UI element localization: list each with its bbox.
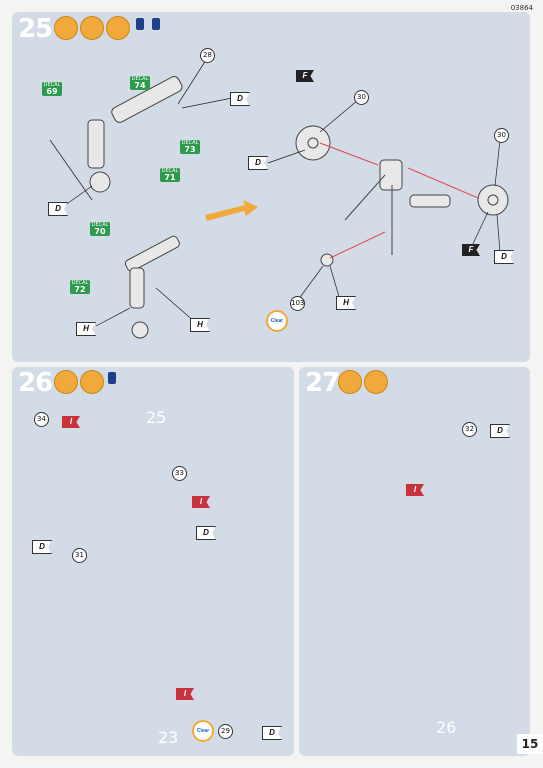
glue-icon <box>54 16 78 40</box>
page-number: 15 <box>517 734 543 754</box>
part-callout-32: 32 <box>462 422 477 437</box>
flag-f: F <box>296 70 314 82</box>
flag-f: F <box>462 244 480 256</box>
part-reference-25: 25 <box>146 408 167 427</box>
part-callout-29: 29 <box>218 724 233 739</box>
glue-icon <box>338 370 362 394</box>
part-callout-103: 103 <box>290 296 305 311</box>
part-callout-28: 28 <box>200 48 215 63</box>
glue-icon <box>54 370 78 394</box>
part-reference-26: 26 <box>436 718 457 737</box>
part-callout-30: 30 <box>494 128 509 143</box>
flag-d: D <box>32 540 52 554</box>
decal-icon <box>106 16 130 40</box>
part-callout-33: 33 <box>172 466 187 481</box>
clear-paint-icon: Clear <box>266 310 288 332</box>
document-number: 03864 <box>510 4 533 12</box>
clear-paint-icon: Clear <box>192 720 214 742</box>
step-26-number: 26 <box>18 368 53 398</box>
step-26-panel <box>12 367 294 756</box>
paint-bottle-icon <box>136 18 144 30</box>
paint-bottle-icon <box>108 372 116 384</box>
flag-i: I <box>192 496 210 508</box>
flag-i: I <box>176 688 194 700</box>
flag-i: I <box>406 484 424 496</box>
part-callout-34: 34 <box>34 412 49 427</box>
paint-brush-icon <box>80 370 104 394</box>
paint-brush-icon <box>80 16 104 40</box>
flag-i: I <box>62 416 80 428</box>
part-callout-30: 30 <box>354 90 369 105</box>
part-reference-23: 23 <box>158 728 179 747</box>
paint-bottle-icon <box>152 18 160 30</box>
flag-d: D <box>248 156 268 170</box>
part-callout-31: 31 <box>72 548 87 563</box>
step-25-number: 25 <box>18 14 53 44</box>
step-27-number: 27 <box>305 368 340 398</box>
paint-brush-icon <box>364 370 388 394</box>
